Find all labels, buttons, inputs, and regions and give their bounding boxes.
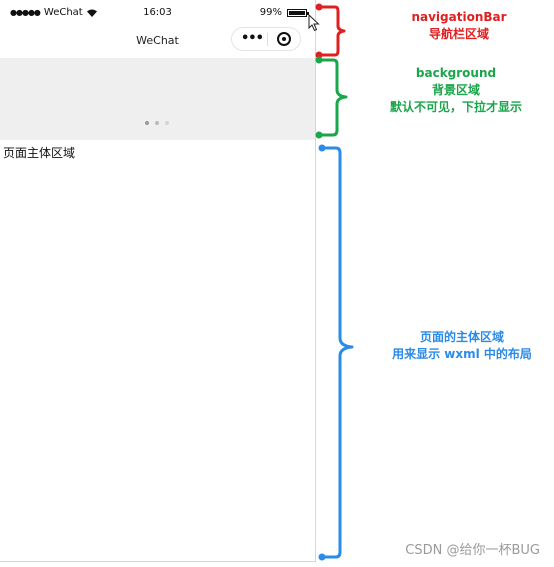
navigation-annotation: navigationBar 导航栏区域 [398,9,520,43]
status-bar: ●●●●● WeChat 16:03 99% [0,0,315,24]
navigation-annotation-title: navigationBar [411,10,507,24]
navigation-marker-top [315,3,323,11]
page-body-bracket [320,146,354,559]
status-left: ●●●●● WeChat [10,7,97,18]
watermark: CSDN @给你一杯BUG [405,543,540,558]
page-body-marker-bottom [318,553,326,561]
loading-dot [155,121,159,125]
background-marker-bottom [315,131,323,139]
battery-percent: 99% [259,7,282,18]
status-time: 16:03 [143,7,172,18]
status-right: 99% [259,7,309,18]
carrier-name: WeChat [43,7,83,18]
phone-screen: ●●●●● WeChat 16:03 99% WeChat ••• [0,0,316,562]
battery-fill [289,10,305,15]
capsule-divider [267,33,268,46]
background-annotation: background 背景区域 默认不可见，下拉才显示 [366,65,546,116]
navigation-bracket [317,5,346,57]
page-body-marker-top [318,144,326,152]
page-body-annotation: 页面的主体区域 用来显示 wxml 中的布局 [370,329,554,363]
background-marker-top [315,56,323,64]
page-body: 页面主体区域 [0,140,315,561]
navigation-marker-bottom [315,51,323,59]
wifi-icon [86,9,97,17]
navigation-bar: WeChat ••• [0,24,315,58]
battery-icon [287,8,309,17]
page-body-text: 页面主体区域 [3,146,76,160]
page-body-annotation-desc2: 用来显示 wxml 中的布局 [392,347,532,361]
mouse-cursor-icon [308,14,320,32]
background-annotation-desc2: 默认不可见，下拉才显示 [389,100,522,114]
loading-dots [145,121,169,125]
menu-capsule[interactable]: ••• [231,27,301,51]
nav-title: WeChat [136,34,179,47]
background-bracket [317,58,348,137]
page-body-annotation-desc1: 页面的主体区域 [419,330,504,344]
navigation-annotation-desc: 导航栏区域 [428,27,489,41]
more-dots-icon[interactable]: ••• [241,31,264,46]
loading-dot [145,121,149,125]
circle-close-icon[interactable] [277,32,291,46]
background-area [0,58,315,140]
loading-dot [165,121,169,125]
background-annotation-title: background [415,66,497,80]
signal-icon: ●●●●● [10,8,41,17]
background-annotation-desc1: 背景区域 [431,83,480,97]
